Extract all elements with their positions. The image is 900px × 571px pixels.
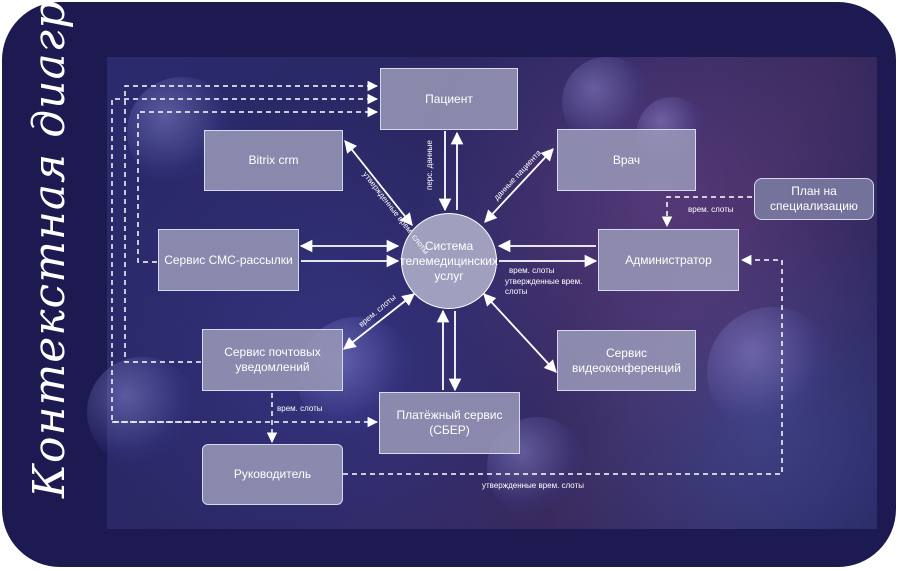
node-bitrix[interactable]: Bitrix crm	[204, 130, 343, 191]
edge-label-approved-slots-manager: утвержденные врем. слоты	[482, 481, 584, 490]
node-specialization-plan[interactable]: План на специализацию	[754, 178, 874, 220]
dashed-manager-admin	[343, 254, 783, 475]
edge-video-center	[483, 293, 557, 373]
bubble-decoration	[707, 307, 837, 437]
edge-label-approved-slots-admin: утвержденные врем. слоты	[505, 277, 583, 296]
dashed-mail-patient	[124, 80, 379, 363]
dashed-manager-patient	[111, 93, 379, 423]
edge-label-time-slots-plan: врем. слоты	[688, 205, 734, 214]
edge-label-time-slots-admin: врем. слоты	[509, 266, 555, 275]
dashed-sms-patient	[137, 106, 379, 263]
node-manager[interactable]: Руководитель	[202, 444, 343, 505]
edge-label-time-slots-manager: врем. слоты	[277, 404, 323, 413]
node-payment-service[interactable]: Платёжный сервис (СБЕР)	[379, 392, 520, 454]
node-sms-service[interactable]: Сервис СМС-рассылки	[158, 229, 299, 291]
dashed-plan-admin	[661, 196, 752, 228]
edge-mail-center	[343, 293, 415, 350]
edge-bitrix-center	[344, 140, 413, 226]
node-telemedicine-system[interactable]: Система телемедицинских услуг	[400, 213, 498, 309]
node-mail-service[interactable]: Сервис почтовых уведомлений	[202, 329, 343, 391]
edge-label-pers-data: перс. данные	[425, 140, 434, 190]
bubble-decoration	[87, 357, 197, 467]
node-video-service[interactable]: Сервис видеоконференций	[557, 330, 696, 391]
node-administrator[interactable]: Администратор	[598, 229, 739, 291]
node-patient[interactable]: Пациент	[380, 68, 518, 130]
edge-doctor-center	[484, 148, 554, 223]
node-doctor[interactable]: Врач	[557, 129, 696, 191]
